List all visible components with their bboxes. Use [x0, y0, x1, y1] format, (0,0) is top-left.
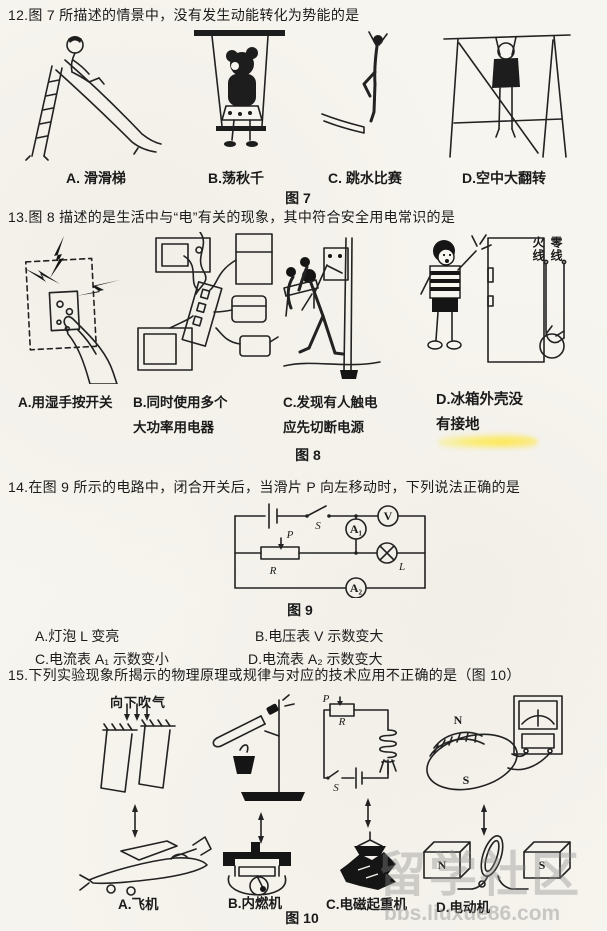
question-15-stem: 15.下列实验现象所揭示的物理原理或规律与对应的技术应用不正确的是（图 10） [8, 667, 521, 683]
q14-option-c: C.电流表 A₁ 示数变小 [35, 651, 169, 667]
resistor-label: R [269, 565, 277, 577]
induction-n-label: N [454, 713, 463, 727]
ammeter1-label: A₁ [350, 522, 363, 536]
circuit-wires [234, 503, 426, 589]
shocked-boy [420, 234, 492, 350]
person-pulling-switch [298, 264, 345, 356]
fridge-not-grounded-illustration [420, 234, 567, 363]
figure-7-caption: 图 7 [285, 190, 311, 206]
steam-cork-experiment-illustration [212, 694, 305, 896]
motor-n-label: N [438, 858, 447, 872]
question-13-stem: 13.图 8 描述的是生活中与“电”有关的现象，其中符合安全用电常识的是 [8, 209, 456, 225]
question-14-stem: 14.在图 9 所示的电路中，闭合开关后，当滑片 P 向左移动时，下列说法正确的… [8, 479, 521, 495]
c-switch-label: S [333, 782, 339, 794]
q13-option-d-line1: D.冰箱外壳没 [436, 392, 523, 408]
electromagnet-experiment-illustration: P R S [322, 694, 398, 890]
airfoil-experiment-illustration [79, 703, 212, 896]
blow-down-label: 向下吹气 [110, 695, 167, 710]
galvanometer-drawing [513, 695, 563, 755]
q15-option-c: C.电磁起重机 [326, 897, 407, 912]
q12-option-b: B.荡秋千 [208, 170, 264, 186]
q15-option-a: A.飞机 [118, 897, 159, 912]
q12-option-d: D.空中大翻转 [462, 170, 546, 186]
lamp-label: L [398, 561, 405, 573]
motor-drawing: N S [423, 835, 571, 890]
q13-option-d-line2: 有接地 [436, 417, 480, 433]
q14-option-b: B.电压表 V 示数变大 [255, 628, 384, 644]
appliance-boxes [137, 233, 279, 371]
c-resistor-label: R [338, 716, 346, 728]
q13-option-d: D.冰箱外壳没 有接地 [436, 388, 523, 438]
cut-power-rescue-illustration [283, 237, 381, 379]
q12-option-c: C. 跳水比赛 [328, 170, 402, 186]
slide-illustration [25, 36, 162, 161]
q13-option-a: A.用湿手按开关 [18, 395, 113, 410]
electromagnet-circuit: P R S [322, 694, 398, 794]
q14-option-a: A.灯泡 L 变亮 [35, 628, 120, 644]
diver-illustration [321, 31, 388, 134]
switch-panel [24, 257, 98, 351]
switch-label: S [315, 520, 321, 532]
spark-bolts-icon [24, 236, 120, 296]
blow-arrows-icon [124, 703, 150, 721]
ammeter1-symbol: A₁ [345, 518, 367, 540]
updown-arrow-icon [258, 812, 264, 844]
engine-drawing [223, 842, 291, 896]
yellow-highlight-smudge [438, 432, 538, 452]
slider-label: P [286, 529, 294, 541]
q13-option-c-line1: C.发现有人触电 [283, 395, 378, 410]
q14-option-d: D.电流表 A₂ 示数变大 [248, 651, 383, 667]
gymnast-bar-illustration [443, 34, 571, 158]
diver-figure [362, 31, 388, 123]
power-strip [181, 281, 223, 347]
power-pole-and-box [323, 237, 358, 379]
figure-9-caption: 图 9 [287, 602, 313, 618]
helpers-and-victim [283, 257, 319, 317]
fridge-body [487, 237, 565, 363]
ammeter2-label: A₂ [350, 581, 363, 595]
c-slider-label: P [322, 694, 330, 705]
q13-option-b-line2: 大功率用电器 [133, 420, 214, 435]
q15-option-b: B.内燃机 [228, 896, 282, 911]
figure-10-caption: 图 10 [285, 910, 319, 926]
motor-s-label: S [539, 858, 546, 872]
circuit-diagram: V A₁ A₂ L S P R [234, 503, 426, 598]
voltmeter-label: V [384, 509, 393, 523]
updown-arrow-icon [365, 798, 371, 828]
voltmeter-symbol: V [377, 505, 399, 527]
live-wire-label: 火线 [531, 236, 545, 262]
induction-experiment-illustration: N S N S [423, 695, 571, 890]
crane-magnet-drawing [340, 831, 396, 890]
updown-arrow-icon [132, 804, 138, 838]
question-12-stem: 12.图 7 所描述的情景中，没有发生动能转化为势能的是 [8, 7, 360, 23]
hand-icon [63, 315, 118, 384]
q15-option-d: D.电动机 [436, 900, 490, 915]
girl-on-swing [220, 47, 264, 147]
q13-option-c-line2: 应先切断电源 [283, 420, 364, 435]
induction-s-label: S [463, 773, 470, 787]
tangled-wires [169, 232, 241, 345]
q12-option-a: A. 滑滑梯 [66, 170, 126, 186]
ammeter2-symbol: A₂ [345, 577, 367, 598]
q13-option-c: C.发现有人触电 应先切断电源 [283, 390, 378, 440]
slide-structure [25, 59, 162, 161]
appliances-illustration [137, 232, 279, 371]
induction-coil-drawing: N S [426, 713, 551, 791]
supply-wires [543, 259, 567, 344]
swing-illustration [194, 30, 285, 147]
airplane-drawing [79, 836, 212, 896]
q13-option-b: B.同时使用多个 大功率用电器 [133, 390, 228, 440]
lamp-symbol: L [376, 542, 405, 573]
figure-8-caption: 图 8 [295, 447, 321, 463]
wet-hand-switch-illustration [24, 236, 120, 384]
gymnast-figure [492, 36, 520, 138]
neutral-wire-label: 零线 [549, 236, 563, 262]
boy-on-slide [66, 36, 105, 85]
rheostat-symbol [260, 537, 300, 560]
stand-and-tube [212, 694, 305, 801]
hanging-sheets [100, 719, 176, 793]
q13-option-b-line1: B.同时使用多个 [133, 395, 228, 410]
updown-arrow-icon [481, 804, 487, 836]
